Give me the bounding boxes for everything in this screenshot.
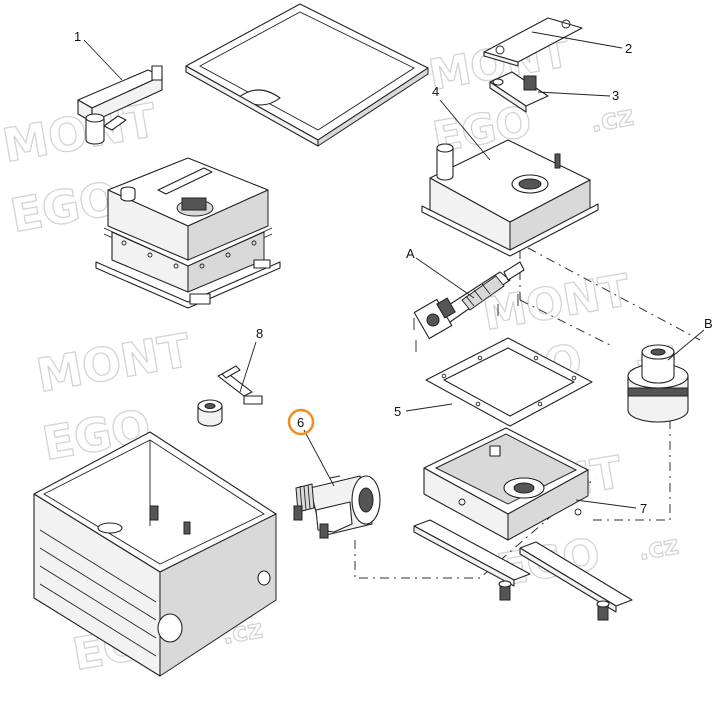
label-part-6: 6 xyxy=(297,415,304,430)
part-7-gearbox-base xyxy=(423,427,589,541)
label-part-2: 2 xyxy=(625,41,632,56)
base-mounting-bars xyxy=(413,519,633,621)
part-2-top-plate xyxy=(483,17,583,67)
top-cover-plate xyxy=(185,3,429,147)
label-part-4: 4 xyxy=(432,84,439,99)
label-part-7: 7 xyxy=(640,501,647,516)
label-part-b: B xyxy=(704,316,713,331)
leader-lines xyxy=(83,31,705,509)
label-part-8: 8 xyxy=(256,326,263,341)
part-labels: 1 2 3 4 A B 5 7 8 6 xyxy=(74,29,713,516)
part-b-pinion xyxy=(627,344,689,423)
part-a-worm-shaft xyxy=(413,261,525,352)
assembled-gearbox xyxy=(95,157,281,309)
part-3-lower-plate xyxy=(489,71,549,113)
highlight-ring xyxy=(287,408,315,436)
label-part-5: 5 xyxy=(394,404,401,419)
watermark-text-suffix: .cz xyxy=(587,99,636,139)
label-part-3: 3 xyxy=(612,88,619,103)
part-5-gasket xyxy=(425,337,593,427)
watermark-text-suffix: .cz xyxy=(636,530,681,567)
part-4-gearbox-cover xyxy=(421,139,599,257)
part-6-motor xyxy=(293,475,381,539)
watermark-text-mont: MONT xyxy=(33,323,195,403)
part-8-crank-handle xyxy=(197,365,263,427)
housing-box xyxy=(33,431,277,677)
watermark-text-ego: EGO xyxy=(7,171,123,243)
label-part-a: A xyxy=(406,246,415,261)
watermark-middle: MONT EGO MONT EGO .cz xyxy=(32,264,678,471)
label-part-1: 1 xyxy=(74,29,81,44)
part-1-lever xyxy=(77,65,163,145)
